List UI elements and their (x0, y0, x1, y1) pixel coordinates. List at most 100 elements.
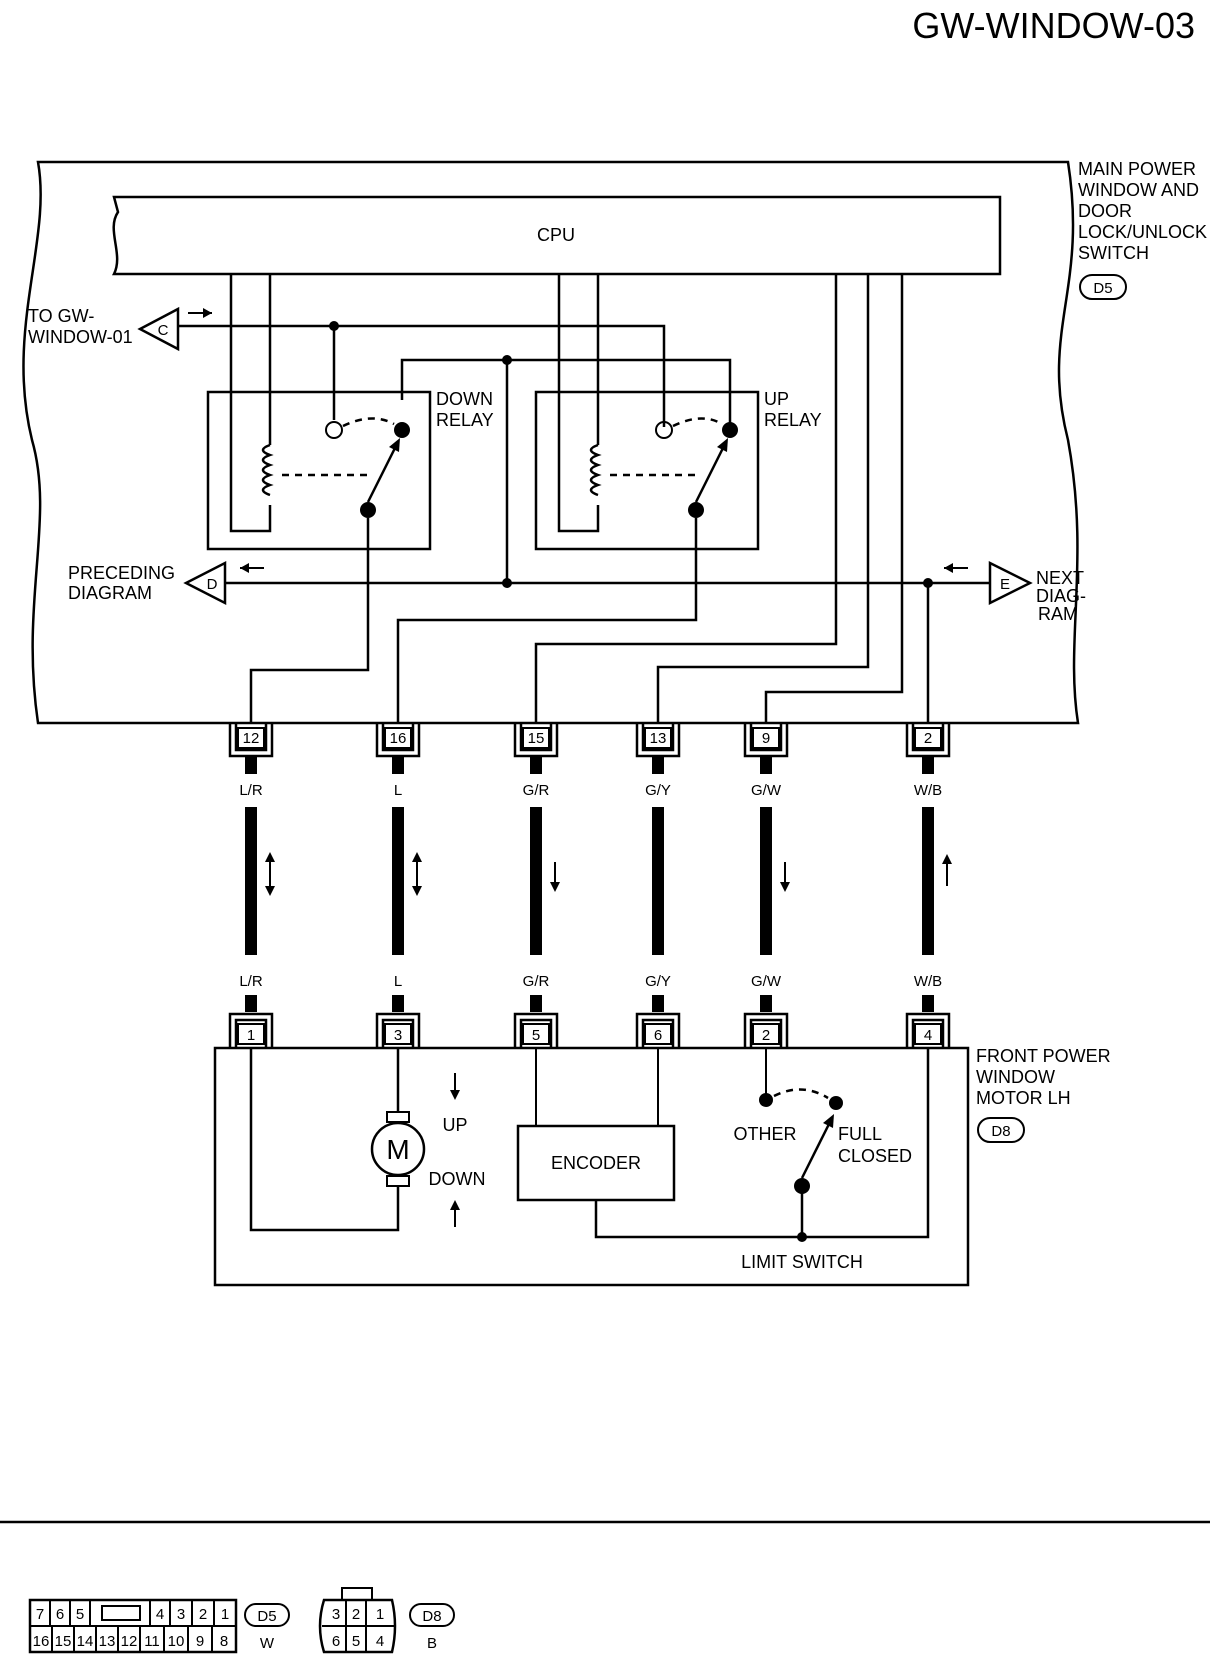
svg-text:D5: D5 (1093, 280, 1112, 297)
offpage-connector-d: D PRECEDING DIAGRAM (68, 560, 264, 606)
svg-text:LIMIT SWITCH: LIMIT SWITCH (741, 1252, 863, 1272)
svg-text:CLOSED: CLOSED (838, 1146, 912, 1166)
svg-text:13: 13 (650, 730, 667, 747)
svg-text:G/R: G/R (523, 782, 550, 799)
svg-text:G/Y: G/Y (645, 782, 671, 799)
svg-text:DOWN: DOWN (436, 389, 493, 409)
wire-bus-c (178, 324, 666, 427)
up-relay: UP RELAY (534, 274, 822, 551)
svg-text:ENCODER: ENCODER (551, 1153, 641, 1173)
svg-text:3: 3 (177, 1606, 185, 1623)
svg-text:W/B: W/B (914, 973, 942, 990)
wire-route-pin15 (534, 274, 838, 723)
front-motor-label: FRONT POWER WINDOW MOTOR LH (976, 1046, 1111, 1108)
svg-text:6: 6 (332, 1633, 340, 1650)
junction-dot (329, 321, 339, 331)
wire-bus-relay-common (400, 358, 732, 428)
cpu-block: CPU (111, 195, 1002, 276)
junction-dot (502, 578, 512, 588)
svg-text:OTHER: OTHER (734, 1124, 797, 1144)
svg-text:4: 4 (156, 1606, 164, 1623)
svg-text:FRONT POWER: FRONT POWER (976, 1046, 1111, 1066)
svg-text:C: C (158, 322, 169, 339)
svg-text:G/W: G/W (751, 782, 782, 799)
harness-wires: 12 L/R L/R 1 16 L L 3 (228, 723, 952, 1048)
svg-text:11: 11 (144, 1633, 160, 1650)
svg-text:15: 15 (55, 1633, 72, 1650)
svg-text:L/R: L/R (239, 782, 263, 799)
svg-text:CPU: CPU (537, 225, 575, 245)
svg-text:6: 6 (56, 1606, 64, 1623)
svg-text:12: 12 (243, 730, 260, 747)
svg-text:SWITCH: SWITCH (1078, 243, 1149, 263)
svg-text:G/Y: G/Y (645, 973, 671, 990)
offpage-connector-e: E NEXT DIAG- RAM (944, 560, 1086, 624)
harness-wire-gw: 9 G/W G/W 2 (743, 723, 790, 1048)
motor-direction-down: DOWN (429, 1169, 486, 1227)
svg-text:5: 5 (76, 1606, 84, 1623)
svg-text:6: 6 (654, 1027, 662, 1044)
svg-text:13: 13 (99, 1633, 116, 1650)
svg-text:2: 2 (199, 1606, 207, 1623)
svg-text:L: L (394, 782, 402, 799)
wire-route-pin9 (764, 274, 904, 723)
svg-text:3: 3 (394, 1027, 402, 1044)
svg-text:WINDOW AND: WINDOW AND (1078, 180, 1199, 200)
svg-text:16: 16 (33, 1633, 50, 1650)
svg-text:DIAG-: DIAG- (1036, 586, 1086, 606)
svg-text:D5: D5 (257, 1608, 276, 1625)
wire-motor-loop (249, 1048, 400, 1232)
wire-route-pin12 (249, 518, 370, 723)
svg-text:WINDOW-01: WINDOW-01 (28, 327, 133, 347)
svg-text:W: W (260, 1635, 275, 1652)
svg-text:DOOR: DOOR (1078, 201, 1132, 221)
svg-text:L: L (394, 973, 402, 990)
svg-text:LOCK/UNLOCK: LOCK/UNLOCK (1078, 222, 1207, 242)
harness-wire-l: 16 L L 3 (375, 723, 422, 1048)
svg-text:TO GW-: TO GW- (28, 306, 94, 326)
limit-switch: OTHER FULL CLOSED LIMIT SWITCH (734, 1088, 912, 1272)
svg-text:8: 8 (220, 1633, 228, 1650)
svg-text:WINDOW: WINDOW (976, 1067, 1055, 1087)
svg-text:12: 12 (121, 1633, 138, 1650)
harness-wire-gy: 13 G/Y G/Y 6 (635, 723, 681, 1048)
wire-route-pin13 (656, 274, 870, 723)
svg-text:D8: D8 (991, 1123, 1010, 1140)
svg-text:15: 15 (528, 730, 545, 747)
svg-text:10: 10 (168, 1633, 185, 1650)
svg-text:W/B: W/B (914, 782, 942, 799)
svg-text:9: 9 (762, 730, 770, 747)
svg-text:7: 7 (36, 1606, 44, 1623)
svg-text:16: 16 (390, 730, 407, 747)
svg-text:4: 4 (376, 1633, 384, 1650)
svg-text:NEXT: NEXT (1036, 568, 1084, 588)
svg-text:G/W: G/W (751, 973, 782, 990)
svg-text:MAIN POWER: MAIN POWER (1078, 159, 1196, 179)
offpage-connector-c: C TO GW- WINDOW-01 (28, 306, 212, 352)
main-switch-label: MAIN POWER WINDOW AND DOOR LOCK/UNLOCK S… (1078, 159, 1207, 263)
svg-text:UP: UP (764, 389, 789, 409)
svg-text:PRECEDING: PRECEDING (68, 563, 175, 583)
svg-text:5: 5 (352, 1633, 360, 1650)
svg-text:D8: D8 (422, 1608, 441, 1625)
harness-wire-wb: 2 W/B W/B 4 (905, 723, 952, 1048)
harness-wire-lr: 12 L/R L/R 1 (228, 723, 275, 1048)
wire-encoder-ground (594, 1048, 930, 1239)
svg-text:2: 2 (762, 1027, 770, 1044)
svg-text:G/R: G/R (523, 973, 550, 990)
svg-text:FULL: FULL (838, 1124, 882, 1144)
svg-text:L/R: L/R (239, 973, 263, 990)
svg-text:M: M (386, 1134, 409, 1165)
connector-d8-badge: D8 (977, 1117, 1025, 1143)
svg-text:E: E (1000, 576, 1010, 593)
harness-wire-gr: 15 G/R G/R 5 (513, 723, 560, 1048)
svg-text:1: 1 (247, 1027, 255, 1044)
svg-text:2: 2 (924, 730, 932, 747)
svg-text:4: 4 (924, 1027, 932, 1044)
connector-d5-badge: D5 (1079, 274, 1127, 300)
svg-text:D: D (207, 576, 218, 593)
junction-dot (502, 355, 512, 365)
svg-text:MOTOR LH: MOTOR LH (976, 1088, 1071, 1108)
main-switch-outline (22, 160, 1080, 725)
